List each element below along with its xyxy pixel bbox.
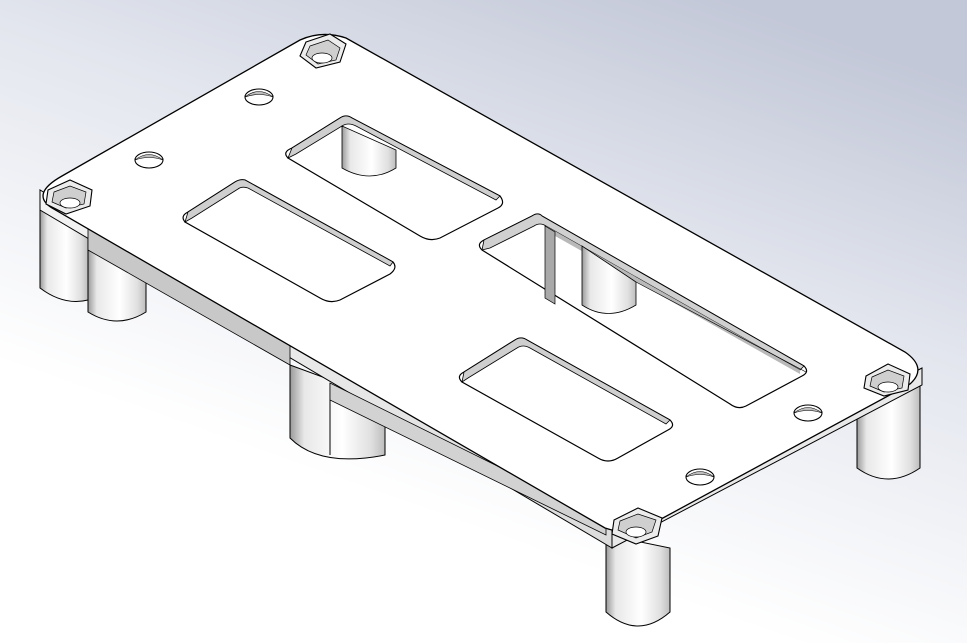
hole-left[interactable]	[134, 151, 164, 169]
hole-right[interactable]	[793, 404, 823, 422]
hex-socket-bottom[interactable]	[611, 507, 663, 545]
standoff-left-corner[interactable]	[39, 188, 89, 302]
cutout-left[interactable]	[182, 179, 396, 303]
hex-socket-right[interactable]	[863, 363, 911, 397]
cutout-bottom[interactable]	[458, 337, 674, 462]
hex-socket-top[interactable]	[299, 33, 347, 69]
hole-top-left[interactable]	[244, 88, 274, 106]
standoff-front-corner[interactable]	[605, 534, 671, 627]
cutout-long-right[interactable]	[478, 213, 808, 409]
hex-socket-left[interactable]	[45, 179, 93, 215]
standoff-right-corner[interactable]	[856, 381, 921, 480]
hole-bottom[interactable]	[685, 468, 715, 486]
standoff-front-middle[interactable]	[289, 364, 386, 460]
cutout-top[interactable]	[285, 115, 504, 241]
